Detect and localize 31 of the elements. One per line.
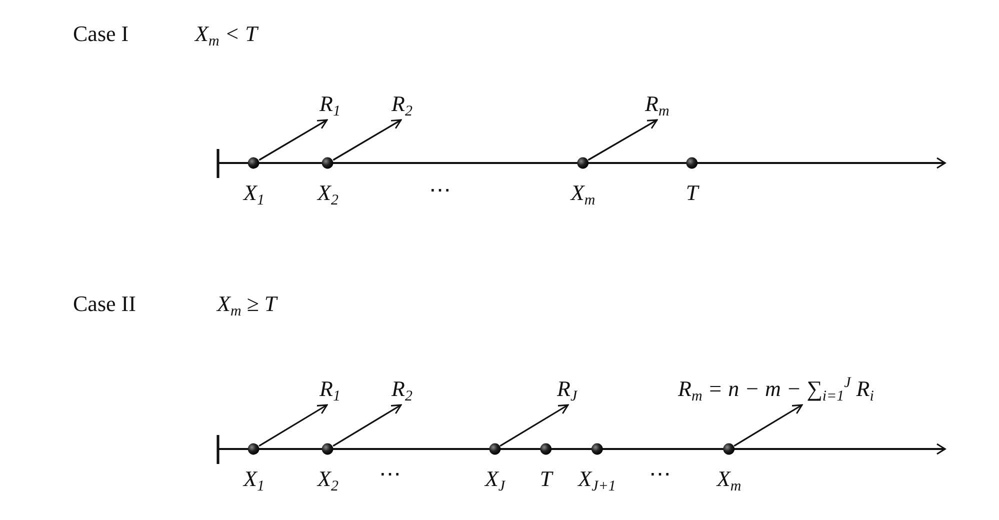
point-label: T — [686, 179, 698, 207]
point-label: X$_{2}$ — [318, 465, 338, 494]
point-label: X$_{2}$ — [318, 179, 338, 208]
point-label: T — [540, 465, 552, 493]
arrow — [258, 404, 328, 447]
ellipsis: ⋯ — [649, 460, 671, 488]
point-label: X$_{J+1}$ — [578, 465, 616, 494]
count-label: R$_{J}$ — [557, 375, 578, 404]
count-label: R$_{m}$ — [645, 90, 670, 119]
arrow — [332, 119, 402, 161]
point-label: X$_{1}$ — [244, 179, 264, 208]
arrow — [258, 119, 328, 161]
point-label: X$_{m}$ — [716, 465, 742, 494]
arrow — [588, 119, 658, 161]
point-label: X$_{1}$ — [244, 465, 264, 494]
count-label: R$_{1}$ — [320, 90, 340, 119]
ellipsis: ⋯ — [429, 176, 451, 204]
count-label: R$_{2}$ — [392, 90, 412, 119]
point-label: X$_{J}$ — [484, 465, 506, 494]
arrow — [734, 404, 803, 447]
ellipsis: ⋯ — [379, 460, 401, 488]
count-label: R$_{1}$ — [320, 375, 340, 404]
point-label: X$_{m}$ — [570, 179, 596, 208]
count-label: R$_{2}$ — [392, 375, 412, 404]
formula-label: R$_{m}$ = n − m − ∑$_{i=1}$$^{J}$ R$_{i}$ — [678, 375, 874, 404]
condition-formula: X$_{m}$ ≥ T — [217, 290, 277, 319]
arrow — [332, 404, 402, 447]
case-heading: Case II — [73, 290, 136, 318]
arrow — [500, 404, 569, 447]
condition-formula: X$_{m}$ < T — [195, 20, 258, 49]
case-heading: Case I — [73, 20, 129, 48]
